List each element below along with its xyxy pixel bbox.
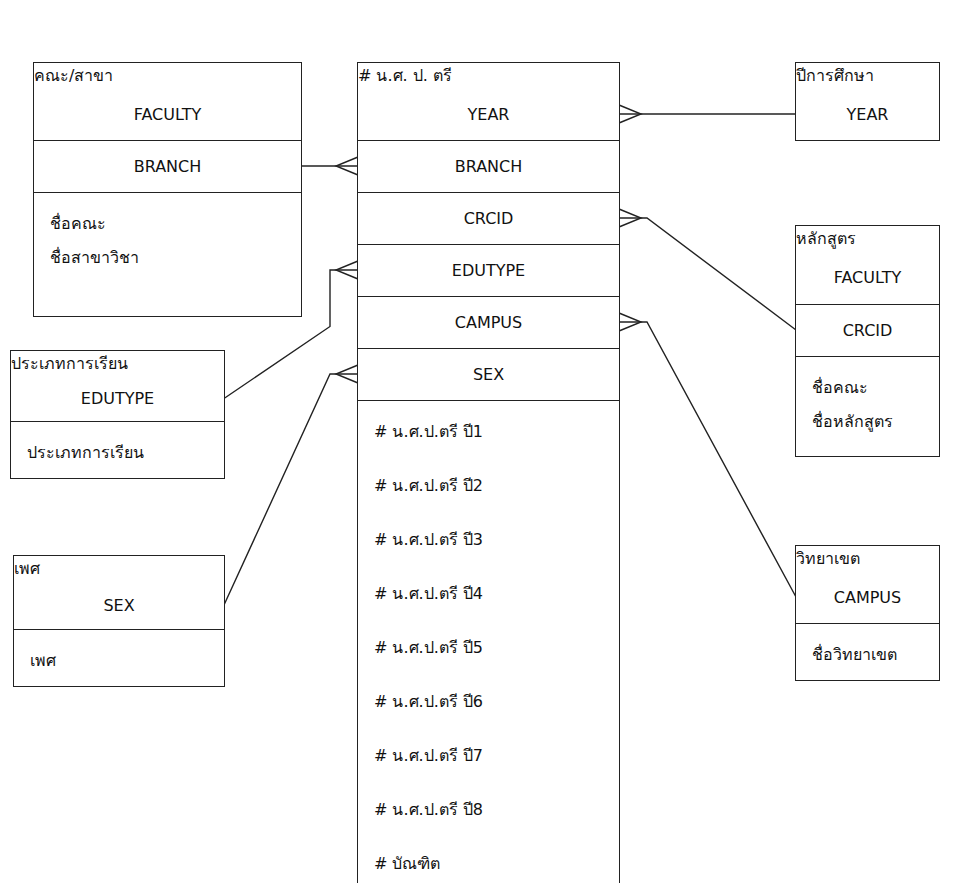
table-name: ประเภทการเรียน (11, 351, 224, 376)
entity-table: วิทยาเขต CAMPUS ชื่อวิทยาเขต (795, 545, 940, 681)
connector-path (224, 374, 358, 605)
entity-table: ปีการศึกษา YEAR (795, 62, 940, 141)
measure-name: # น.ศ.ป.ตรี ปี4 (374, 567, 603, 621)
entity-table: เพศ SEX เพศ (13, 555, 225, 687)
attribute-section: ชื่อวิทยาเขต (796, 623, 939, 680)
field-name: CRCID (464, 209, 514, 228)
attribute-name: ชื่อสาขาวิชา (50, 241, 285, 275)
crows-foot (619, 209, 641, 227)
crows-foot (336, 157, 358, 175)
field-name: FACULTY (834, 268, 902, 287)
measure-name: # น.ศ.ป.ตรี ปี1 (374, 405, 603, 459)
attribute-name: ชื่อคณะ (50, 207, 285, 241)
relationship-line (619, 209, 796, 330)
field-name: SEX (103, 596, 134, 615)
field-name: YEAR (468, 105, 510, 124)
key-field-row: CAMPUS (796, 571, 939, 623)
entity-table: # น.ศ. ป. ตรี YEAR BRANCH CRCID EDUTYPE CAMPU… (357, 62, 620, 883)
measure-name: # น.ศ.ป.ตรี ปี5 (374, 621, 603, 675)
crows-foot (336, 261, 358, 279)
key-field-row: FACULTY (34, 88, 301, 140)
field-name: CAMPUS (834, 588, 901, 607)
measure-name: # น.ศ.ป.ตรี ปี8 (374, 783, 603, 837)
connector-path (301, 165, 358, 166)
crows-foot (619, 105, 641, 123)
table-name: เพศ (14, 556, 224, 581)
measure-name: # น.ศ.ป.ตรี ปี7 (374, 729, 603, 783)
key-field-row: CAMPUS (358, 296, 619, 348)
entity-table: ประเภทการเรียน EDUTYPE ประเภทการเรียน (10, 350, 225, 479)
attribute-name: เพศ (30, 644, 208, 678)
measure-section: # น.ศ.ป.ตรี ปี1# น.ศ.ป.ตรี ปี2# น.ศ.ป.ตร… (358, 400, 619, 883)
measure-name: # บัณฑิต (374, 837, 603, 883)
relationship-line (619, 313, 796, 597)
field-name: YEAR (847, 105, 889, 124)
entity-table: หลักสูตร FACULTY CRCID ชื่อคณะชื่อหลักสูตร (795, 225, 940, 457)
key-field-row: SEX (14, 581, 224, 629)
table-name: # น.ศ. ป. ตรี (358, 63, 619, 88)
table-name: หลักสูตร (796, 226, 939, 251)
field-name: EDUTYPE (81, 389, 154, 408)
table-name: ปีการศึกษา (796, 63, 939, 88)
field-name: EDUTYPE (452, 261, 525, 280)
connector-path (619, 113, 796, 114)
relationship-line (224, 365, 358, 605)
field-name: SEX (473, 365, 504, 384)
attribute-section: ประเภทการเรียน (11, 421, 224, 478)
attribute-section: ชื่อคณะชื่อหลักสูตร (796, 356, 939, 456)
key-field-row: BRANCH (358, 140, 619, 192)
attribute-section: ชื่อคณะชื่อสาขาวิชา (34, 192, 301, 316)
relationship-line (619, 105, 796, 123)
key-field-row: FACULTY (796, 251, 939, 304)
attribute-name: ประเภทการเรียน (27, 436, 208, 470)
entity-table: คณะ/สาขา FACULTY BRANCH ชื่อคณะชื่อสาขาวิชา (33, 62, 302, 317)
table-name: วิทยาเขต (796, 546, 939, 571)
field-name: BRANCH (455, 157, 523, 176)
attribute-section: เพศ (14, 629, 224, 686)
attribute-name: ชื่อวิทยาเขต (812, 638, 923, 672)
attribute-name: ชื่อหลักสูตร (812, 405, 923, 439)
key-field-row: EDUTYPE (11, 376, 224, 421)
table-name: คณะ/สาขา (34, 63, 301, 88)
crows-foot (336, 365, 358, 383)
measure-name: # น.ศ.ป.ตรี ปี2 (374, 459, 603, 513)
field-name: FACULTY (134, 105, 202, 124)
measure-name: # น.ศ.ป.ตรี ปี3 (374, 513, 603, 567)
key-field-row: SEX (358, 348, 619, 400)
field-name: CRCID (843, 321, 893, 340)
key-field-row: YEAR (358, 88, 619, 140)
key-field-row: BRANCH (34, 140, 301, 192)
measure-name: # น.ศ.ป.ตรี ปี6 (374, 675, 603, 729)
connector-path (619, 322, 796, 597)
connector-path (619, 218, 796, 330)
field-name: BRANCH (134, 157, 202, 176)
crows-foot (619, 313, 641, 331)
key-field-row: EDUTYPE (358, 244, 619, 296)
field-name: CAMPUS (455, 313, 522, 332)
attribute-name: ชื่อคณะ (812, 371, 923, 405)
key-field-row: YEAR (796, 88, 939, 140)
key-field-row: CRCID (358, 192, 619, 244)
relationship-line (301, 157, 358, 175)
key-field-row: CRCID (796, 304, 939, 356)
